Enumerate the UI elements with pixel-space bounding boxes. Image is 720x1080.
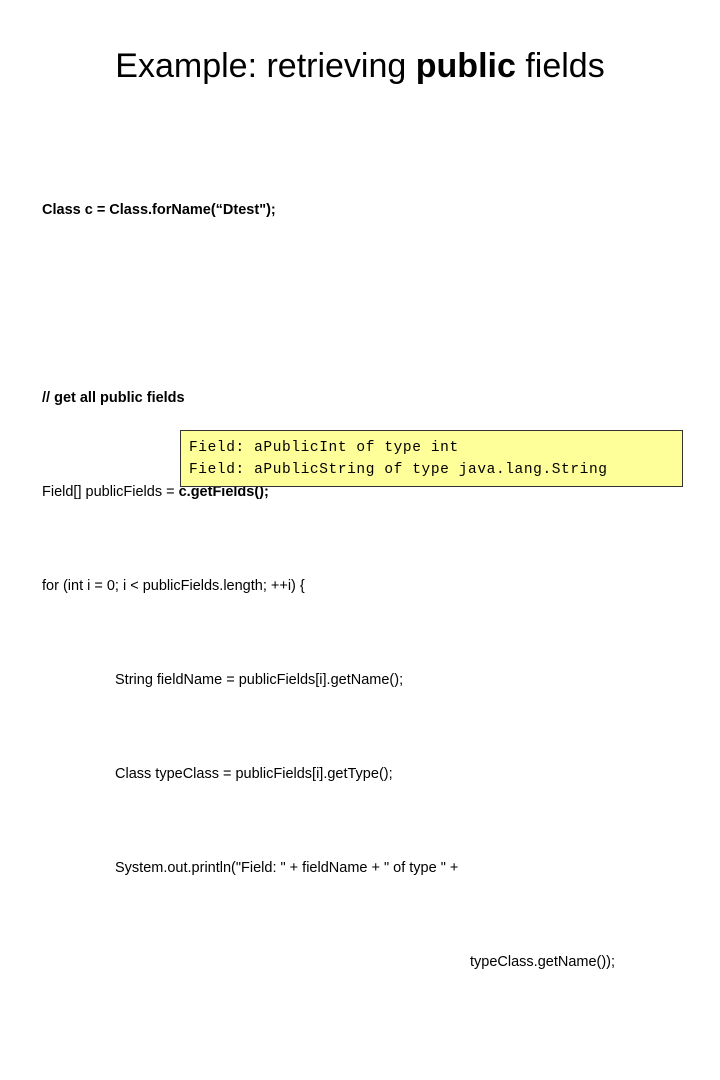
page-title-suffix: fields (515, 47, 605, 85)
code-line-println-first: System.out.println("Field: " + fieldName… (115, 860, 459, 876)
code-line-fields-declaration: Field[] publicFields = c.getFields(); (42, 481, 692, 505)
code-fields-declaration-call: c.getFields(); (178, 484, 269, 500)
slide-canvas: { "slide": { "title_prefix": "Example: r… (0, 45, 720, 970)
page-title-prefix: Example: retrieving (115, 47, 416, 85)
code-line-field-name: String fieldName = publicFields[i].getNa… (115, 672, 404, 688)
console-output-box: Field: aPublicInt of type int Field: aPu… (180, 430, 683, 487)
page-title: Example: retrieving public fields (0, 45, 720, 87)
code-line-class-declaration: Class c = Class.forName(“Dtest"); (42, 201, 276, 218)
code-line-for-loop: for (int i = 0; i < publicFields.length;… (42, 578, 305, 594)
code-fields-declaration-lhs: Field[] publicFields = (42, 484, 179, 500)
console-output-line: Field: aPublicString of type java.lang.S… (189, 462, 608, 478)
code-line-comment: // get all public fields (42, 390, 185, 406)
code-line-blank (42, 293, 692, 317)
code-line-println-continuation: typeClass.getName()); (470, 954, 616, 970)
code-line-type-class: Class typeClass = publicFields[i].getTyp… (115, 766, 393, 782)
code-line-blank-2 (42, 1045, 692, 1069)
code-listing: Class c = Class.forName(“Dtest"); // get… (42, 128, 692, 1080)
console-output-line: Field: aPublicInt of type int (189, 440, 459, 456)
page-title-emphasis: public (415, 47, 516, 85)
